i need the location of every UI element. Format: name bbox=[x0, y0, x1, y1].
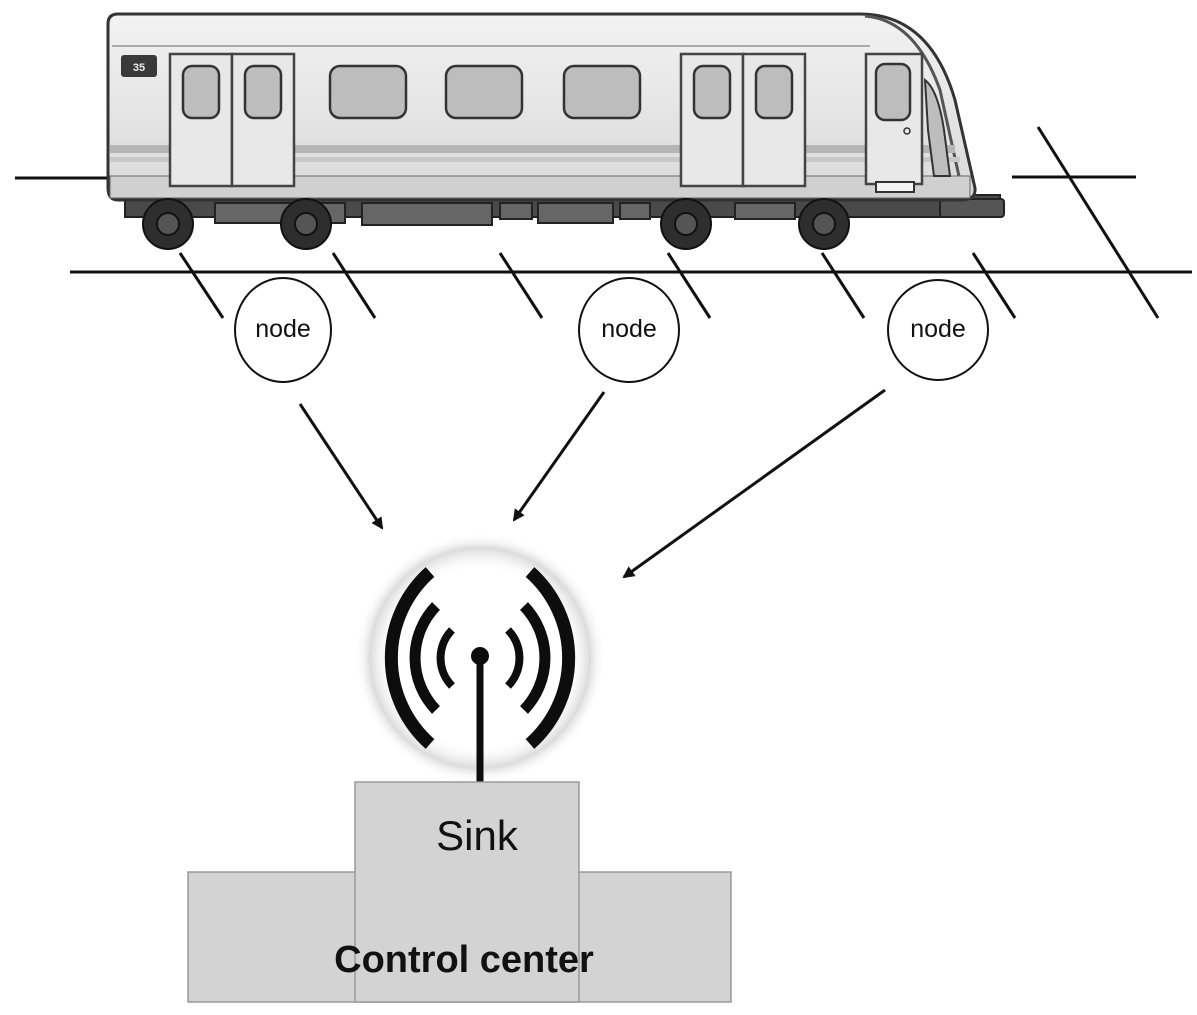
sink-box bbox=[354, 781, 580, 1003]
sleeper bbox=[331, 252, 377, 319]
wireless-antenna-icon bbox=[355, 533, 605, 784]
rail-track bbox=[15, 126, 1192, 319]
door-handle bbox=[903, 127, 911, 135]
sensor-node: node bbox=[578, 277, 680, 383]
sleeper bbox=[1036, 126, 1160, 319]
undercarriage-box bbox=[361, 202, 493, 226]
control-center-block: Sink Control center bbox=[187, 781, 732, 1003]
door-window bbox=[181, 64, 221, 120]
signal-wave bbox=[525, 567, 576, 749]
undercarriage-box bbox=[734, 202, 796, 220]
undercarriage-box bbox=[499, 202, 533, 220]
node-label: node bbox=[601, 315, 657, 343]
sleeper bbox=[971, 252, 1017, 319]
door-window bbox=[754, 64, 794, 120]
signal-wave bbox=[436, 627, 455, 689]
wheel bbox=[660, 198, 712, 250]
node-label: node bbox=[910, 315, 966, 343]
control-center-label: Control center bbox=[334, 939, 594, 981]
car-number: 35 bbox=[133, 62, 145, 74]
signal-wave bbox=[384, 567, 435, 749]
signal-wave bbox=[409, 602, 441, 714]
side-window bbox=[562, 64, 642, 120]
arrow-node2-to-sink bbox=[512, 391, 606, 522]
door-window bbox=[692, 64, 732, 120]
sensor-node: node bbox=[887, 279, 989, 381]
body-stripe bbox=[110, 157, 960, 162]
arrow-node3-to-sink bbox=[622, 388, 886, 579]
front-coupler bbox=[939, 198, 1005, 218]
antenna-tip bbox=[471, 647, 489, 665]
door-window bbox=[243, 64, 283, 120]
windshield bbox=[923, 77, 952, 177]
undercarriage-box bbox=[619, 202, 651, 220]
node-circle bbox=[234, 277, 332, 383]
node-circle bbox=[887, 279, 989, 381]
sleeper bbox=[820, 252, 866, 319]
headlight bbox=[875, 181, 915, 193]
wheel bbox=[798, 198, 850, 250]
sleeper bbox=[666, 252, 712, 319]
train-car: 35 bbox=[106, 12, 1005, 250]
undercarriage-box bbox=[537, 202, 614, 224]
door-right bbox=[679, 52, 745, 188]
data-flow-arrows bbox=[298, 388, 886, 579]
sensor-node: node bbox=[234, 277, 332, 383]
side-window bbox=[444, 64, 524, 120]
signal-wave bbox=[505, 627, 524, 689]
body-stripe bbox=[110, 145, 955, 153]
sleeper bbox=[178, 252, 225, 319]
car-number-badge bbox=[121, 55, 157, 77]
sleeper bbox=[498, 252, 544, 319]
cab-window bbox=[874, 62, 912, 122]
side-window bbox=[328, 64, 408, 120]
node-circle bbox=[578, 277, 680, 383]
signal-wave bbox=[519, 602, 551, 714]
wheel bbox=[280, 198, 332, 250]
sink-label: Sink bbox=[436, 812, 519, 859]
node-label: node bbox=[255, 315, 311, 343]
cab-nose bbox=[864, 14, 964, 191]
track-sleepers bbox=[178, 126, 1160, 319]
arrow-node1-to-sink bbox=[298, 403, 384, 530]
wheel bbox=[142, 198, 194, 250]
